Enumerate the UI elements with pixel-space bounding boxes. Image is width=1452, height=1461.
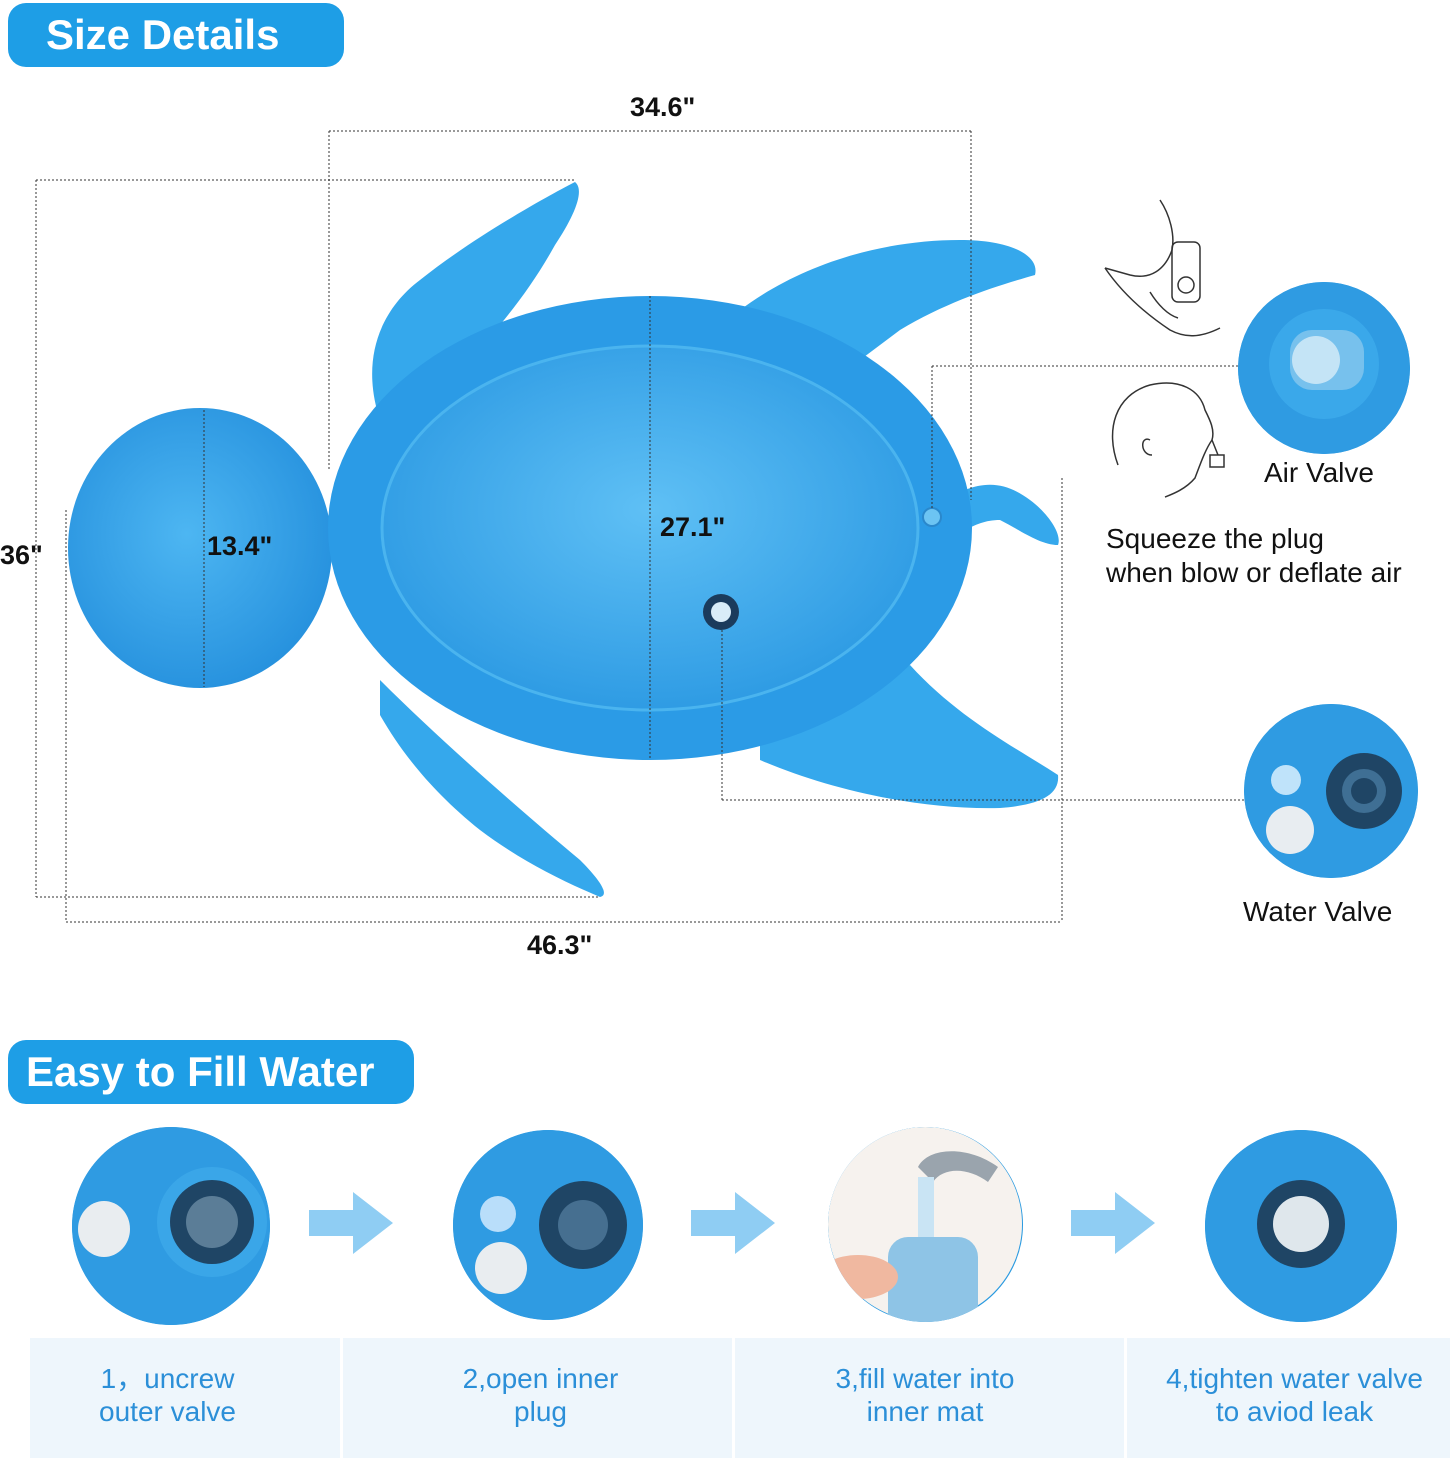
step2-caption: 2,open inner plug <box>462 1363 619 1427</box>
squeeze-note-line1: Squeeze the plug <box>1106 523 1324 554</box>
squeeze-note-line2: when blow or deflate air <box>1106 557 1402 588</box>
step3-caption: 3,fill water into inner mat <box>835 1363 1015 1427</box>
dimension-body-height: 27.1" <box>660 512 726 542</box>
water-valve-label: Water Valve <box>1243 896 1393 927</box>
dimension-bottom-width: 46.3" <box>527 930 593 960</box>
dimension-top-width: 34.6" <box>630 92 696 122</box>
turtle-diagram <box>35 130 1244 923</box>
step4-caption: 4,tighten water valve to aviod leak <box>1166 1363 1423 1427</box>
water-valve-photo <box>1244 704 1418 878</box>
arrow-right-icon <box>691 1192 775 1254</box>
air-valve-spot <box>922 507 942 527</box>
step2-photo <box>453 1130 643 1320</box>
air-valve-photo <box>1238 282 1410 454</box>
steps-caption-bar <box>30 1338 1450 1458</box>
dimension-height-total: 36" <box>0 540 43 570</box>
dimension-head-height: 13.4" <box>207 531 273 561</box>
hand-squeeze-icon <box>1104 199 1221 337</box>
tail <box>965 484 1059 545</box>
turtle-head <box>68 408 332 688</box>
front-left-flipper <box>372 182 579 420</box>
size-details-heading: Size Details <box>8 3 344 67</box>
easy-fill-heading: Easy to Fill Water <box>8 1040 414 1104</box>
step1-photo <box>72 1127 270 1325</box>
arrow-right-icon <box>1071 1192 1155 1254</box>
person-blowing-icon <box>1111 382 1225 498</box>
step1-caption: 1，uncrew outer valve <box>99 1363 236 1427</box>
arrow-right-icon <box>309 1192 393 1254</box>
step3-photo <box>828 1127 1023 1322</box>
back-left-flipper <box>380 680 604 897</box>
step4-photo <box>1205 1130 1397 1322</box>
air-valve-label: Air Valve <box>1264 457 1374 488</box>
